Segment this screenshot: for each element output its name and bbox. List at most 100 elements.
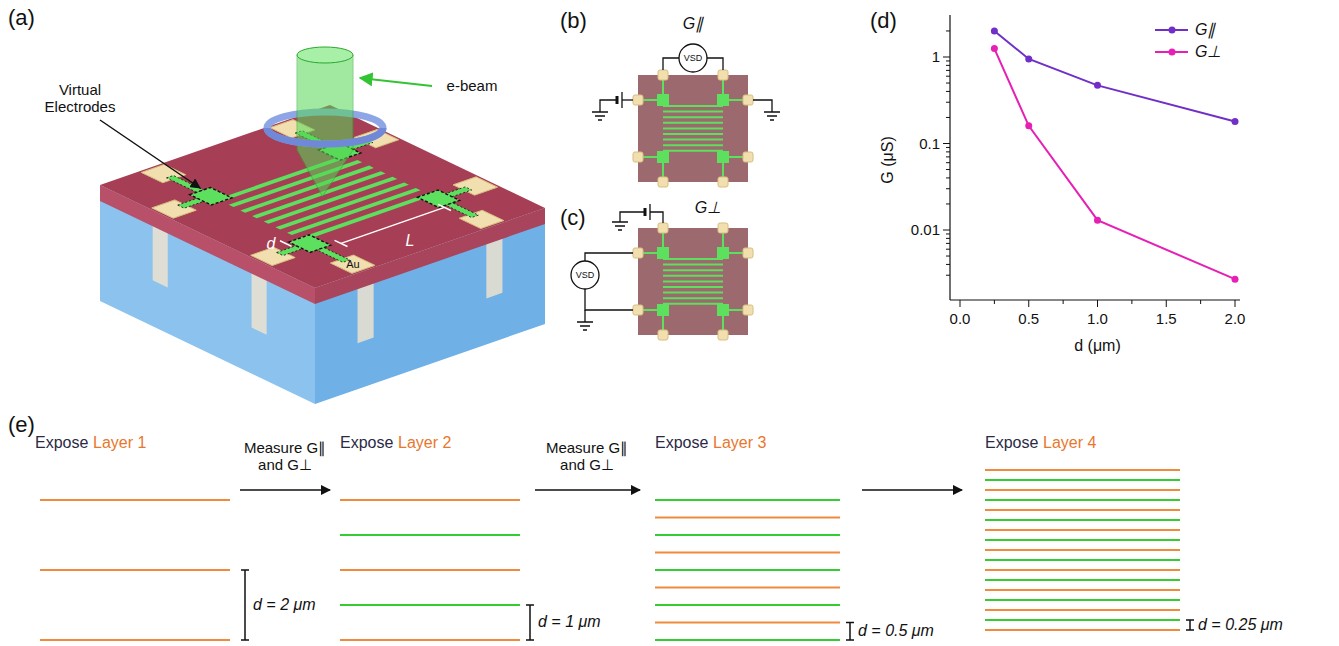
y-axis [949, 15, 950, 300]
gold-pad [718, 177, 728, 187]
spacing-bracket [846, 623, 854, 641]
callout-label: e-beam [447, 77, 498, 94]
legend-sample-dot [1169, 49, 1176, 56]
exposed-line [340, 639, 520, 641]
process-arrow [240, 489, 330, 491]
exposed-line [985, 479, 1180, 481]
exposed-line [985, 569, 1180, 571]
tick-label: 1 [932, 48, 940, 65]
device-schematic [633, 70, 753, 187]
wire [650, 212, 663, 223]
exposed-line [340, 534, 520, 536]
ground-symbol [764, 112, 780, 120]
data-point [1025, 55, 1032, 62]
voltmeter-symbol [571, 261, 599, 289]
stripe [663, 139, 723, 141]
data-point [1094, 82, 1101, 89]
stripe [663, 297, 723, 299]
virtual-electrode [717, 304, 729, 316]
panel-label: (a) [8, 5, 35, 30]
wire [620, 212, 645, 222]
exposed-line [985, 599, 1180, 601]
source-plate [649, 204, 650, 220]
y-minor-tick [946, 102, 950, 103]
stripe [663, 264, 723, 266]
x-axis [950, 299, 1240, 300]
tick-label: 2.0 [1225, 310, 1246, 327]
exposed-line [655, 604, 840, 606]
y-minor-tick [946, 151, 950, 152]
virtual-electrode [657, 304, 669, 316]
exposed-line [985, 529, 1180, 531]
gold-pad [743, 248, 753, 258]
y-minor-tick [946, 264, 950, 265]
exposed-line [655, 552, 840, 554]
panel-label: (d) [870, 8, 897, 33]
wire [600, 100, 617, 112]
step-label: Expose [35, 434, 88, 452]
leader-arrow [360, 78, 432, 86]
wire [584, 310, 585, 322]
ground-symbol [612, 222, 628, 230]
x-minor-tick [1131, 300, 1132, 304]
layer-label: Layer 4 [1043, 434, 1096, 452]
exposed-line [985, 499, 1180, 501]
x-tick [1028, 300, 1029, 307]
tick-label: 0.0 [950, 310, 971, 327]
exposed-line [985, 489, 1180, 491]
x-minor-tick [994, 300, 995, 304]
gold-pad [633, 248, 643, 258]
stripe [663, 133, 723, 135]
electron-beam [297, 55, 353, 197]
exposed-line [340, 604, 520, 606]
exposed-line [985, 509, 1180, 511]
gold-pad [718, 223, 728, 233]
exposed-line [985, 469, 1180, 471]
axis-title: G (μS) [879, 136, 897, 183]
tick-label: 1.0 [1087, 310, 1108, 327]
quantity-label: G∥ [683, 15, 703, 33]
y-minor-tick [946, 156, 950, 157]
y-tick [943, 57, 950, 58]
exposed-line [655, 587, 840, 589]
y-minor-tick [946, 83, 950, 84]
chart [943, 15, 1240, 307]
y-tick [943, 143, 950, 144]
gold-pad [658, 177, 668, 187]
stripe [663, 258, 723, 260]
virtual-electrode [289, 235, 331, 253]
dimension-label: d = 0.25 μm [1198, 616, 1283, 634]
exposed-line [985, 539, 1180, 541]
exposed-line [655, 622, 840, 624]
exposed-line [985, 629, 1180, 631]
y-minor-tick [946, 233, 950, 234]
x-minor-tick [1200, 300, 1201, 304]
virtual-electrode [717, 151, 729, 163]
exposed-line [40, 639, 230, 641]
ground-symbol [577, 322, 593, 330]
y-minor-tick [946, 117, 950, 118]
exposed-line [40, 499, 230, 501]
y-minor-tick [946, 169, 950, 170]
virtual-electrode [717, 94, 729, 106]
exposed-line [985, 589, 1180, 591]
y-minor-tick [946, 60, 950, 61]
wire [585, 253, 633, 261]
device-schematic [633, 223, 753, 340]
exposed-stripe [275, 182, 409, 229]
dimension-l [341, 207, 445, 243]
y-minor-tick [946, 275, 950, 276]
y-minor-tick [946, 162, 950, 163]
x-minor-tick [1063, 300, 1064, 304]
exposed-stripe [287, 188, 421, 235]
exposed-line [655, 499, 840, 501]
stripe [663, 144, 723, 146]
virtual-electrode [657, 151, 669, 163]
stripe [663, 292, 723, 294]
wire [753, 100, 772, 112]
data-line [994, 31, 1235, 121]
exposed-line [655, 517, 840, 519]
y-minor-tick [946, 249, 950, 250]
